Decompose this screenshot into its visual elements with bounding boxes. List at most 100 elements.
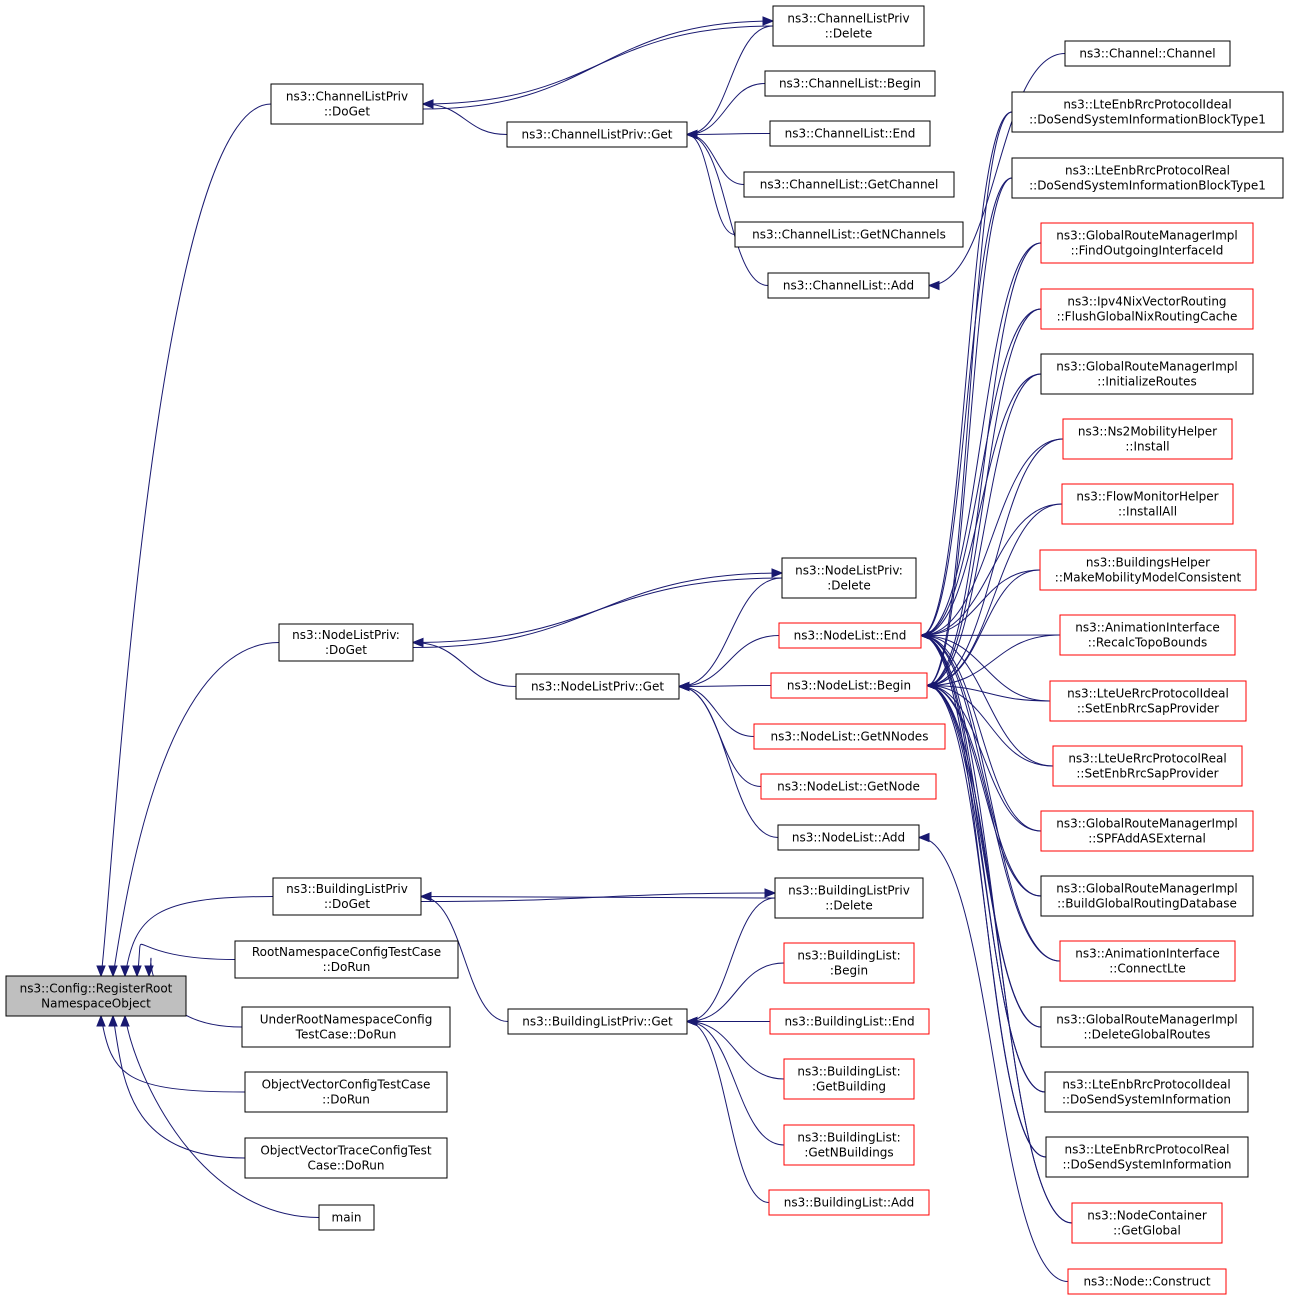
node-blp-doget[interactable]: ns3::BuildingListPriv::DoGet <box>272 877 422 916</box>
node-rootns-test[interactable]: RootNamespaceConfigTestCase::DoRun <box>234 940 459 979</box>
arrowhead-ovt_test-to-root <box>108 1014 118 1027</box>
node-nl-getnode[interactable]: ns3::NodeList::GetNode <box>760 773 937 800</box>
node-box <box>1059 614 1236 656</box>
node-box <box>1011 91 1284 133</box>
node-bl-begin[interactable]: ns3::BuildingList::Begin <box>783 942 915 984</box>
node-label-line: main <box>332 1211 362 1225</box>
node-label-line: ObjectVectorConfigTestCase <box>262 1078 431 1092</box>
node-main[interactable]: main <box>318 1204 375 1231</box>
node-channel-ctor[interactable]: ns3::Channel::Channel <box>1064 40 1231 67</box>
node-box <box>753 723 946 750</box>
node-ue-ideal-set[interactable]: ns3::LteUeRrcProtocolIdeal::SetEnbRrcSap… <box>1049 680 1247 722</box>
node-bl-add[interactable]: ns3::BuildingList::Add <box>768 1189 930 1216</box>
node-blp-delete[interactable]: ns3::BuildingListPriv::Delete <box>774 877 924 919</box>
node-lte-ideal-sib1[interactable]: ns3::LteEnbRrcProtocolIdeal::DoSendSyste… <box>1011 91 1284 133</box>
node-label-line: Case::DoRun <box>307 1159 384 1173</box>
node-label-line: ns3::BuildingListPriv <box>286 882 408 896</box>
node-ns2-install[interactable]: ns3::Ns2MobilityHelper::Install <box>1062 418 1233 460</box>
edge-nlp_doget-to-nlp_delete <box>412 572 783 648</box>
node-lte-real-sib1[interactable]: ns3::LteEnbRrcProtocolReal::DoSendSystem… <box>1011 157 1284 199</box>
node-label-line: :Begin <box>830 964 868 978</box>
node-label-line: ::Install <box>1125 440 1169 454</box>
node-clp-doget[interactable]: ns3::ChannelListPriv::DoGet <box>270 83 424 125</box>
node-box <box>769 1008 930 1035</box>
node-cl-add[interactable]: ns3::ChannelList::Add <box>767 272 930 299</box>
node-clp-get[interactable]: ns3::ChannelListPriv::Get <box>506 121 688 148</box>
node-label-line: ns3::Ns2MobilityHelper <box>1078 425 1217 439</box>
edge-ns2_install-to-nl_begin <box>926 438 1064 686</box>
node-box <box>1040 1006 1254 1048</box>
node-nlp-doget[interactable]: ns3::NodeListPriv::DoGet <box>278 623 414 662</box>
arrowhead-rootns_test-to-root <box>132 965 142 978</box>
node-node-construct[interactable]: ns3::Node::Construct <box>1067 1268 1227 1295</box>
node-nlp-get[interactable]: ns3::NodeListPriv::Get <box>515 673 680 700</box>
node-blp-get[interactable]: ns3::BuildingListPriv::Get <box>507 1008 688 1035</box>
arrowhead-clp_doget-to-root <box>96 965 106 978</box>
edge-anim_connectlte-to-nl_end <box>920 635 1061 962</box>
node-anim-recalc[interactable]: ns3::AnimationInterface::RecalcTopoBound… <box>1059 614 1236 656</box>
edge-nl_begin-to-nlp_get <box>678 685 772 687</box>
edge-flow_installall-to-nl_end <box>920 503 1063 636</box>
edge-lte_ideal_sib1-to-nl_end <box>920 111 1013 636</box>
edge-grm_init-to-nl_end <box>920 373 1042 636</box>
node-bl-getbuilding[interactable]: ns3::BuildingList::GetBuilding <box>783 1058 915 1100</box>
node-nlp-delete[interactable]: ns3::NodeListPriv::Delete <box>781 557 917 599</box>
edge-nix_flush-to-nl_begin <box>926 308 1042 686</box>
node-label-line: ns3::NodeList::Add <box>792 831 905 845</box>
edge-bh_make-to-nl_end <box>920 569 1041 636</box>
node-ue-real-set[interactable]: ns3::LteUeRrcProtocolReal::SetEnbRrcSapP… <box>1052 745 1243 787</box>
node-label-line: :GetBuilding <box>812 1080 886 1094</box>
node-grm-spf[interactable]: ns3::GlobalRouteManagerImpl::SPFAddASExt… <box>1040 810 1254 852</box>
node-bl-getn[interactable]: ns3::BuildingList::GetNBuildings <box>783 1124 915 1166</box>
node-box <box>778 622 922 649</box>
node-nc-getglobal[interactable]: ns3::NodeContainer::GetGlobal <box>1071 1202 1223 1244</box>
node-label-line: :DoGet <box>325 643 367 657</box>
node-cl-getn[interactable]: ns3::ChannelList::GetNChannels <box>734 221 964 248</box>
node-bh-make[interactable]: ns3::BuildingsHelper::MakeMobilityModelC… <box>1039 549 1257 591</box>
edge-grm_spf-to-nl_end <box>920 635 1042 832</box>
node-cl-begin[interactable]: ns3::ChannelList::Begin <box>764 70 936 97</box>
node-anim-connectlte[interactable]: ns3::AnimationInterface::ConnectLte <box>1059 940 1236 982</box>
arrowhead-nlp_doget-to-root <box>108 965 118 978</box>
node-box <box>1071 1202 1223 1244</box>
edge-blp_doget-to-root <box>124 896 274 977</box>
node-grm-init[interactable]: ns3::GlobalRouteManagerImpl::InitializeR… <box>1040 353 1254 395</box>
node-label-line: ns3::ChannelListPriv <box>787 12 909 26</box>
node-nix-flush[interactable]: ns3::Ipv4NixVectorRouting::FlushGlobalNi… <box>1040 288 1254 330</box>
node-nl-begin[interactable]: ns3::NodeList::Begin <box>770 672 928 699</box>
node-clp-delete[interactable]: ns3::ChannelListPriv::Delete <box>772 5 925 47</box>
node-label-line: ::InstallAll <box>1118 505 1177 519</box>
node-lte-ideal-sysinfo[interactable]: ns3::LteEnbRrcProtocolIdeal::DoSendSyste… <box>1044 1071 1249 1113</box>
node-label-line: ns3::Ipv4NixVectorRouting <box>1067 295 1226 309</box>
node-lte-real-sysinfo[interactable]: ns3::LteEnbRrcProtocolReal::DoSendSystem… <box>1045 1136 1249 1178</box>
edge-cl_getn-to-clp_get <box>686 134 736 235</box>
node-grm-delete[interactable]: ns3::GlobalRouteManagerImpl::DeleteGloba… <box>1040 1006 1254 1048</box>
node-nl-getn[interactable]: ns3::NodeList::GetNNodes <box>753 723 946 750</box>
node-ovc-test[interactable]: ObjectVectorConfigTestCase::DoRun <box>244 1071 448 1113</box>
node-nl-end[interactable]: ns3::NodeList::End <box>778 622 922 649</box>
node-box <box>743 171 955 198</box>
edge-ue_real_set-to-nl_begin <box>926 685 1054 767</box>
node-box <box>1044 1071 1249 1113</box>
node-grm-build[interactable]: ns3::GlobalRouteManagerImpl::BuildGlobal… <box>1040 875 1254 917</box>
node-label-line: ns3::LteUeRrcProtocolReal <box>1068 752 1226 766</box>
node-box <box>770 672 928 699</box>
node-box <box>734 221 964 248</box>
node-box <box>1067 1268 1227 1295</box>
node-flow-installall[interactable]: ns3::FlowMonitorHelper::InstallAll <box>1061 483 1234 525</box>
arrowhead-nlp_get-to-nlp_doget <box>411 637 424 648</box>
arrowhead-clp_get-to-clp_doget <box>421 99 434 109</box>
node-cl-getchannel[interactable]: ns3::ChannelList::GetChannel <box>743 171 955 198</box>
edge-anim_recalc-to-nl_begin <box>926 634 1061 686</box>
edge-cl_add-to-clp_get <box>686 134 769 286</box>
node-grm-findout[interactable]: ns3::GlobalRouteManagerImpl::FindOutgoin… <box>1040 222 1254 264</box>
node-label-line: ::DoSendSystemInformationBlockType1 <box>1029 179 1266 193</box>
edge-main-to-root <box>124 1015 320 1218</box>
edge-ue_ideal_set-to-nl_end <box>920 635 1051 702</box>
node-cl-end[interactable]: ns3::ChannelList::End <box>769 120 931 147</box>
node-nl-add[interactable]: ns3::NodeList::Add <box>777 824 920 851</box>
node-bl-end[interactable]: ns3::BuildingList::End <box>769 1008 930 1035</box>
